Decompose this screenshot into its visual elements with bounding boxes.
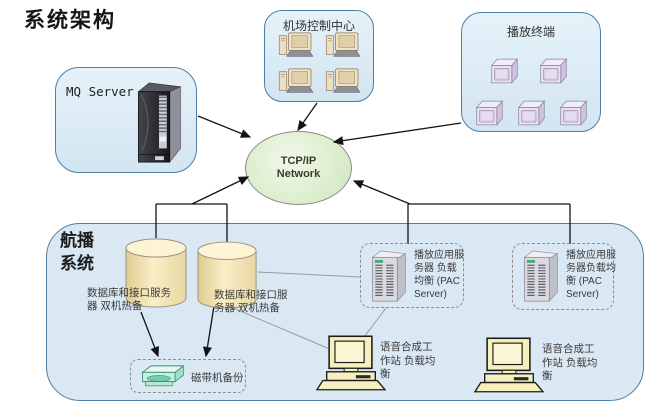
pac-server-middle-label: 播放应用服务器 负载均衡 (PAC Server) <box>414 250 464 300</box>
pac-server-right-node: 播放应用服务器负载均衡 (PAC Server) <box>512 243 616 310</box>
page-title: 系统架构 <box>24 7 116 32</box>
tcpip-network-label: TCP/IP Network <box>276 155 321 180</box>
tts-workstation-middle-label: 语音合成工作站 负载均衡 <box>380 341 436 380</box>
connector-arrow <box>332 122 462 146</box>
terminal-monitor-icon <box>489 57 520 85</box>
broadcast-system-label: 航播系统 <box>60 231 94 274</box>
control-pc-grid <box>278 32 363 96</box>
workstation-icon <box>316 335 386 392</box>
airport-control-center-label: 机场控制中心 <box>282 19 355 33</box>
terminal-monitor-icon <box>558 99 589 127</box>
server-tower-icon <box>368 248 410 305</box>
airport-control-center-node: 机场控制中心 <box>264 10 374 102</box>
terminal-monitor-icon <box>516 99 547 127</box>
server-tower-icon <box>520 248 562 305</box>
connector-arrow <box>197 115 252 138</box>
tape-backup-label: 磁带机备份 <box>191 372 244 384</box>
desktop-pc-icon <box>278 32 316 60</box>
tape-backup-node: 磁带机备份 <box>130 359 246 393</box>
terminal-monitor-icon <box>474 99 505 127</box>
workstation-icon <box>474 337 544 394</box>
play-terminal-label: 播放终端 <box>506 25 555 39</box>
pac-server-middle-node: 播放应用服务器 负载均衡 (PAC Server) <box>360 243 464 308</box>
mq-server-node: MQ Server <box>55 67 197 173</box>
tape-drive-icon <box>138 364 188 390</box>
connector-arrow <box>297 102 318 132</box>
pac-server-right-label: 播放应用服务器负载均衡 (PAC Server) <box>566 250 616 300</box>
db-server-left-label: 数据库和接口服务器 双机热备 <box>87 287 171 312</box>
tts-workstation-right-label: 语音合成工作站 负载均衡 <box>542 343 598 382</box>
server-tower-icon <box>130 78 186 166</box>
db-server-right-label: 数据库和接口服务器 双机热备 <box>214 289 288 314</box>
desktop-pc-icon <box>278 68 316 96</box>
desktop-pc-icon <box>325 32 363 60</box>
connector-arrow <box>352 180 411 205</box>
tcpip-network-node: TCP/IP Network <box>245 131 352 205</box>
terminal-monitor-icon <box>538 57 569 85</box>
play-terminal-node: 播放终端 <box>461 12 601 132</box>
desktop-pc-icon <box>325 68 363 96</box>
mq-server-label: MQ Server <box>66 84 134 99</box>
connector-arrow <box>191 176 250 205</box>
